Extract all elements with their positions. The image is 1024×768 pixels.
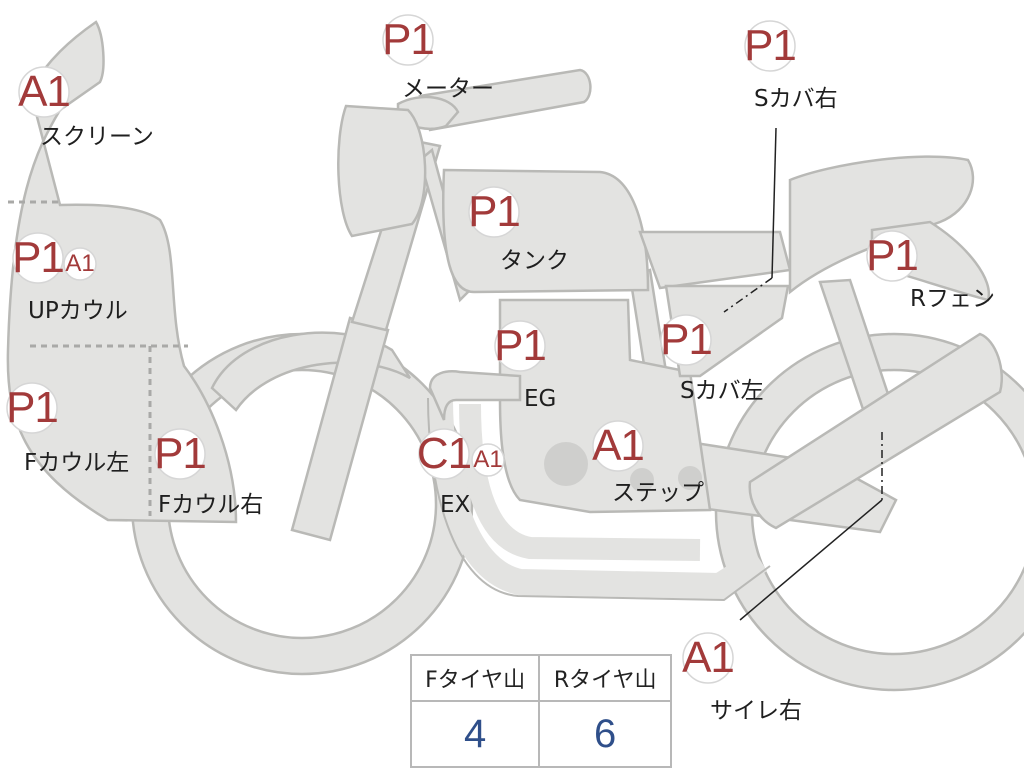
grade-f-cowl-right-1: P1 [154, 429, 207, 478]
grade-side-cover-right-1: P1 [744, 21, 797, 70]
grade-badge-circle [18, 66, 70, 118]
handlebar-shape [418, 68, 592, 132]
seat-rail-shape [638, 230, 792, 290]
label-meter: メーター [402, 76, 494, 102]
grade-exhaust-1: C1 [416, 429, 472, 478]
step-peg-1 [630, 468, 654, 492]
grade-exhaust-2: A1 [473, 446, 503, 473]
grade-badge-circle [592, 420, 644, 472]
grade-f-cowl-left-1: P1 [6, 383, 59, 432]
tire-tread-table: Fタイヤ山 Rタイヤ山 4 6 [409, 654, 672, 768]
seat-shape [788, 155, 975, 295]
muffler-shape [748, 332, 1003, 530]
grade-rear-fender-1: P1 [866, 231, 919, 280]
grade-badge-circle [468, 186, 520, 238]
label-up-cowl: UPカウル [28, 298, 128, 324]
exhaust-header [428, 370, 522, 421]
label-f-cowl-left: Fカウル左 [24, 450, 130, 476]
cowl-shape [6, 20, 238, 524]
grade-badge-circle [418, 428, 470, 480]
step-peg-2 [678, 466, 702, 490]
grade-badge-circle [744, 20, 796, 72]
leader-side-cover-right-2 [723, 277, 773, 313]
grade-step-1: A1 [592, 421, 645, 470]
grade-badge-circle [660, 314, 712, 366]
label-side-cover-right: Sカバ右 [754, 86, 838, 112]
grade-meter-1: P1 [382, 15, 435, 64]
grade-badge-circle [6, 382, 58, 434]
label-rear-fender: Rフェン [910, 286, 995, 312]
grade-up-cowl-2: A1 [65, 250, 95, 277]
rear-tire-value: 6 [538, 700, 672, 768]
exhaust-pipe-upper [459, 403, 701, 561]
grade-badge-circle [471, 443, 505, 477]
grade-side-cover-left-1: P1 [660, 315, 713, 364]
grade-engine-1: P1 [494, 321, 547, 370]
grade-badge-circle [682, 632, 734, 684]
badge-circles [6, 14, 918, 684]
grade-badge-circle [382, 14, 434, 66]
grade-badge-circle [494, 320, 546, 372]
grade-screen-1: A1 [18, 67, 71, 116]
grade-up-cowl-1: P1 [12, 233, 65, 282]
tire-table-header-row: Fタイヤ山 Rタイヤ山 [409, 654, 672, 702]
label-exhaust: EX [440, 492, 471, 518]
leader-side-cover-right [771, 127, 777, 279]
label-screen: スクリーン [40, 124, 154, 150]
tire-table-value-row: 4 6 [409, 700, 672, 768]
label-side-cover-left: Sカバ左 [680, 378, 764, 404]
grade-tank-1: P1 [468, 187, 521, 236]
label-muffler-right: サイレ右 [710, 698, 802, 724]
front-tire-value: 4 [409, 700, 541, 768]
label-tank: タンク [500, 248, 569, 274]
grade-muffler-right-1: A1 [682, 633, 735, 682]
grade-badge-circle [63, 247, 97, 281]
front-tire-header: Fタイヤ山 [409, 654, 541, 702]
leader-muffler-right-2 [739, 499, 883, 621]
label-f-cowl-right: Fカウル右 [158, 492, 264, 518]
label-engine: EG [524, 386, 557, 412]
grade-badge-circle [154, 428, 206, 480]
rear-wheel-outline-outer [714, 332, 1024, 692]
engine-cover [544, 442, 588, 486]
label-step: ステップ [612, 480, 704, 506]
rear-tire-header: Rタイヤ山 [538, 654, 672, 702]
grade-badge-circle [866, 230, 918, 282]
headlight-shape [337, 104, 427, 238]
grade-badge-circle [12, 232, 64, 284]
